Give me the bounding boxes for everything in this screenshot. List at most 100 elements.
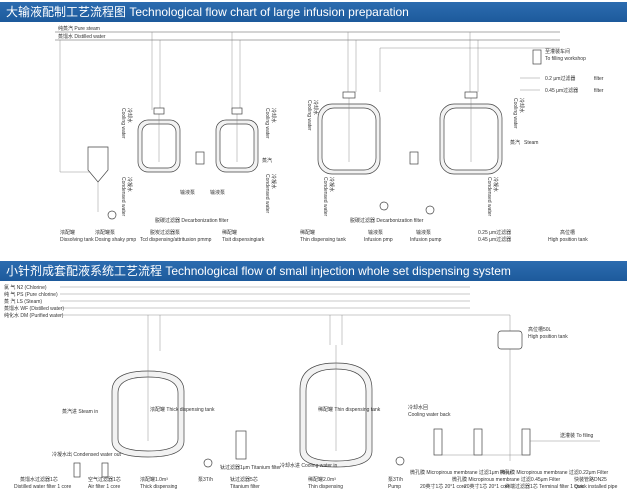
pump-b-label: 输液泵 — [210, 189, 225, 196]
tank1-condensed-en: Condensed water — [120, 177, 126, 217]
diagram1-title-banner: 大输液配制工艺流程图 Technological flow chart of l… — [0, 2, 627, 22]
thin-tank-label: 稀配罐 Thin dispensing tank — [318, 406, 381, 413]
legend-item: 纯 气 PS (Pure chlorine) — [4, 291, 58, 298]
pump-2-icon — [395, 456, 405, 466]
bottom-label-en: 20英寸1芯 20°1 core — [420, 483, 466, 490]
bottom-label-cn: 输液泵 — [368, 229, 383, 236]
bottom-label-cn: 快装管路DN25 — [574, 476, 607, 483]
bottom-label-en: 20英寸1芯 20°1 core — [464, 483, 510, 490]
bottom-label-cn: 输液泵 — [416, 229, 431, 236]
bottom-label-en: Dosing shaky pmp — [95, 237, 136, 243]
titanium-filter-label: 钛过滤器1μm Titanium filter — [220, 464, 281, 471]
infusion-pump-1-icon — [379, 201, 389, 211]
bottom-label-en: Tcd dispensing/attritusion pmmp — [140, 237, 212, 243]
tank2-condensed-label: 冷凝水 — [270, 174, 277, 189]
diagram1-title-en: Technological flow chart of large infusi… — [129, 5, 409, 19]
bottom-label-cn: 空气过滤器1芯 — [88, 476, 121, 483]
bottom-label-cn: 微孔膜 Micropirous membrane 过滤0.45μm Filter — [452, 476, 561, 483]
bottom-label-en: Dissolving tank — [60, 237, 94, 243]
diagram2-bottom-labels: 蒸馏水过滤器1芯 Distilled water filter 1 core 空… — [14, 469, 618, 490]
infusion-pump-2-icon — [425, 205, 435, 215]
bottom-label-cn: 蒸馏水过滤器1芯 — [20, 476, 58, 483]
diagram2-svg: 氯 气 N2 (Chlorine) 纯 气 PS (Pure chlorine)… — [4, 284, 618, 490]
bottom-label-cn: 脱炭过滤器泵 — [150, 229, 180, 236]
tank3-condensed-en: Condensed water — [322, 177, 328, 217]
thick-tank-label: 浓配罐 Thick dispensing tank — [150, 406, 215, 413]
distilled-water-filter-icon — [73, 462, 81, 478]
decarb-filter-2-icon — [409, 151, 419, 165]
diagram2-title-cn: 小针剂成套配液系统工艺流程 — [6, 264, 163, 278]
tank2-cooling-label: 冷却水 — [270, 108, 277, 123]
high-position-tank-50l — [497, 330, 523, 350]
dosing-pump-icon — [107, 210, 117, 220]
filter-045b-label: 0.45 μm过滤器 — [478, 236, 511, 243]
legend-item: 蒸 汽 LS (Steam) — [4, 298, 42, 305]
bottom-label-en: Pump — [388, 484, 401, 490]
cooling-back-label: 冷却水回 — [408, 404, 428, 411]
to-filling-en: To filling workshop — [545, 56, 586, 62]
tank3-cooling-label: 冷却水 — [312, 100, 319, 115]
high-tank-en: High position tank — [528, 334, 568, 340]
tank4-condensed-en: Condensed water — [486, 177, 492, 217]
bottom-label-cn: 浓配罐泵 — [95, 229, 115, 236]
tank3-motor-icon — [342, 91, 356, 99]
diagram1-svg: 纯蒸汽 Pure steam 蒸馏水 Distilled water 至灌装车间… — [55, 25, 604, 243]
dissolving-tank-icon — [87, 146, 109, 183]
bottom-label-en: Thick dispensing — [140, 484, 177, 490]
filter-045-label: 0.45 μm过滤器 — [545, 87, 578, 94]
tank4-cooling-en: Cooling water — [512, 98, 518, 129]
tank2-condensed-en: Condensed water — [264, 174, 270, 214]
filter-02-en: filter — [594, 76, 604, 82]
filter-02-label: 0.2 μm过滤器 — [545, 75, 575, 82]
diagram2-title-en: Technological flow of small injection wh… — [165, 264, 511, 278]
decarb-filter-2-label: 脱碳过滤器 Decarbonization filter — [350, 217, 424, 224]
bottom-label-cn: 稀配罐 — [222, 229, 237, 236]
tank3-condensed-label: 冷凝水 — [328, 177, 335, 192]
diagram2-legend: 氯 气 N2 (Chlorine) 纯 气 PS (Pure chlorine)… — [4, 284, 64, 319]
bottom-label-cn: 浓配罐1.0m³ — [140, 476, 168, 483]
bottom-label-cn: 微孔膜 Micropirous membrane 过滤0.22μm Filter — [500, 469, 609, 476]
diagram1-title-cn: 大输液配制工艺流程图 — [6, 5, 127, 19]
diagram1-bottom-labels: 浓配罐 Dissolving tank 浓配罐泵 Dosing shaky pm… — [60, 229, 588, 243]
bottom-label-en: Infusion pump — [410, 237, 442, 243]
cooling-in-label: 冷却水进 Cooling water in — [280, 462, 337, 469]
tank4-cooling-label: 冷却水 — [518, 98, 525, 113]
tank1-cooling-en: Cooling water — [120, 108, 126, 139]
diagram2-panel: 氯 气 N2 (Chlorine) 纯 气 PS (Pure chlorine)… — [0, 281, 627, 493]
bottom-label-en: Quick installed pipe — [574, 484, 618, 490]
bottom-label-cn: 泵3T/h — [388, 477, 403, 483]
steam-label-2: 蒸汽 — [510, 139, 520, 146]
micropore-filter-045-icon — [473, 428, 483, 456]
legend-item: 蒸馏水 WF (Distilled water) — [4, 305, 64, 312]
micropore-filter-1-icon — [433, 428, 443, 456]
pump-1-icon — [203, 458, 213, 468]
bottom-label-en: Thin dispensing — [308, 484, 343, 490]
bottom-label-cn: 稀配罐2.0m³ — [308, 476, 336, 483]
bottom-label-cn: 稀配罐 — [300, 229, 315, 236]
tank3-cooling-en: Cooling water — [306, 100, 312, 131]
cooling-back-en: Cooling water back — [408, 412, 451, 418]
titanium-filter-icon — [235, 430, 247, 460]
bottom-label-en: 终端过滤器1芯 Terminal filter 1 core — [505, 483, 584, 490]
steam-in-label: 蒸汽进 Steam in — [62, 408, 98, 415]
diagram1-panel: 纯蒸汽 Pure steam 蒸馏水 Distilled water 至灌装车间… — [0, 22, 627, 254]
tank4-condensed-label: 冷凝水 — [492, 177, 499, 192]
air-filter-icon — [101, 462, 109, 478]
terminal-filter-icon — [521, 428, 531, 456]
bottom-label-en: Distilled water filter 1 core — [14, 484, 71, 490]
condensed-out-label: 冷凝水出 Condensed water out — [52, 451, 122, 458]
steam-label-1: 蒸汽 — [262, 157, 272, 164]
legend-item: 纯化水 DM (Purified water) — [4, 312, 64, 319]
bottom-label-en: High position tank — [548, 237, 588, 243]
pump-a-label: 输液泵 — [180, 189, 195, 196]
high-tank-cn: 高位槽50L — [528, 326, 552, 333]
bottom-label-cn: 浓配罐 — [60, 229, 75, 236]
filter-045-en: filter — [594, 88, 604, 94]
bottom-label-en: Infusion pmp — [364, 237, 393, 243]
bottom-label-en: Air filter 1 core — [88, 484, 120, 490]
to-filling-cn: 至灌装车间 — [545, 48, 570, 55]
steam-label-2-en: Steam — [524, 140, 538, 146]
to-filling-label: 送灌装 To filing — [560, 432, 594, 439]
tank4-motor-icon — [464, 91, 478, 99]
pure-steam-label: 纯蒸汽 Pure steam — [58, 25, 100, 32]
